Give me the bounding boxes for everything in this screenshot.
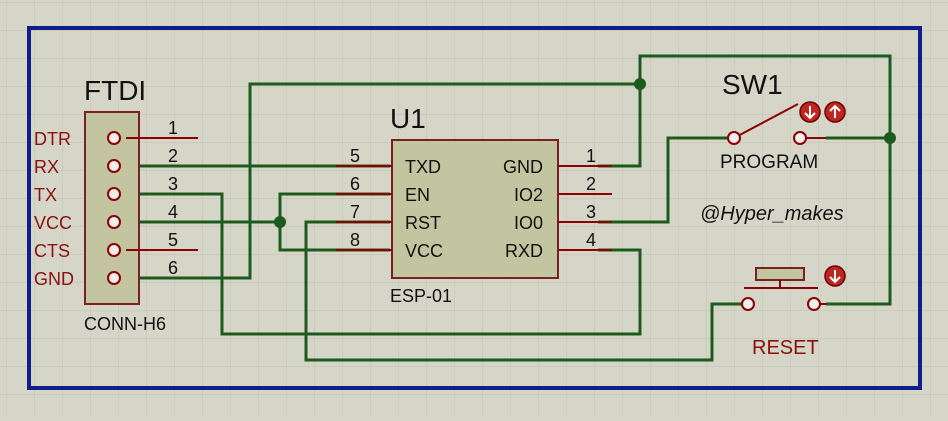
chip-pin-name: TXD — [405, 157, 441, 177]
switch-terminal — [807, 297, 821, 311]
switch-ref: SW1 — [722, 69, 783, 100]
pin-number: 4 — [168, 202, 178, 222]
pin-name: TX — [34, 185, 57, 205]
arrow-down-icon[interactable] — [799, 101, 821, 123]
pin-name: VCC — [34, 213, 72, 233]
program-switch[interactable]: SW1 PROGRAM — [720, 69, 846, 173]
ftdi-connector[interactable]: FTDI CONN-H6 DTR 1 RX 2 TX 3 — [34, 75, 198, 334]
junction-dot — [274, 216, 286, 228]
arrow-down-icon[interactable] — [824, 265, 846, 287]
chip-pin-name: RST — [405, 213, 441, 233]
chip-body — [391, 139, 559, 279]
connector-pin[interactable]: CTS 5 — [34, 230, 198, 261]
connector-part: CONN-H6 — [84, 314, 166, 334]
pin-name: DTR — [34, 129, 71, 149]
junction-dot — [884, 132, 896, 144]
wire-io0-sw1[interactable] — [598, 136, 734, 224]
wire-reset-right[interactable] — [826, 138, 892, 306]
sheet-border — [27, 26, 922, 390]
connector-pin[interactable]: RX 2 — [34, 146, 178, 177]
pin-name: GND — [34, 269, 74, 289]
pin-name: CTS — [34, 241, 70, 261]
chip-pin-name: RXD — [505, 241, 543, 261]
chip-pin-name: VCC — [405, 241, 443, 261]
chip-pin-number: 5 — [350, 146, 360, 166]
chip-pin-name: GND — [503, 157, 543, 177]
switch-terminal — [727, 131, 741, 145]
pin-number: 6 — [168, 258, 178, 278]
watermark-text: @Hyper_makes — [700, 203, 844, 225]
reset-switch[interactable]: RESET — [741, 265, 846, 359]
pin-number: 5 — [168, 230, 178, 250]
chip-pin-number: 2 — [586, 174, 596, 194]
chip-part: ESP-01 — [390, 286, 452, 306]
connector-pin[interactable]: TX 3 — [34, 174, 178, 205]
connector-pin[interactable]: DTR 1 — [34, 118, 198, 149]
button-cap — [755, 267, 805, 281]
junction-dot — [634, 78, 646, 90]
pin-name: RX — [34, 157, 59, 177]
esp01-chip[interactable]: U1 ESP-01 TXD EN RST VCC 5 6 7 8 GND IO2… — [336, 103, 612, 306]
wire-rst-reset[interactable] — [304, 220, 748, 362]
chip-pin-number: 6 — [350, 174, 360, 194]
connector-pin[interactable]: VCC 4 — [34, 202, 178, 233]
connector-pin[interactable]: GND 6 — [34, 258, 178, 289]
chip-ref: U1 — [390, 103, 426, 134]
chip-pin-number: 7 — [350, 202, 360, 222]
switch-lever — [733, 103, 799, 139]
arrow-up-icon[interactable] — [824, 101, 846, 123]
chip-pin-number: 4 — [586, 230, 596, 250]
switch-label: RESET — [752, 337, 819, 359]
chip-pin-number: 3 — [586, 202, 596, 222]
chip-pin-name: EN — [405, 185, 430, 205]
switch-label: PROGRAM — [720, 152, 818, 173]
switch-terminal — [793, 131, 807, 145]
chip-pin-name: IO2 — [514, 185, 543, 205]
pin-number: 2 — [168, 146, 178, 166]
junctions — [274, 78, 896, 228]
switch-terminal — [741, 297, 755, 311]
chip-pin-number: 8 — [350, 230, 360, 250]
wire-tx-rxd[interactable] — [128, 192, 642, 336]
pin-number: 1 — [168, 118, 178, 138]
chip-pin-name: IO0 — [514, 213, 543, 233]
chip-pin-number: 1 — [586, 146, 596, 166]
pin-number: 3 — [168, 174, 178, 194]
connector-ref: FTDI — [84, 75, 146, 106]
wires — [128, 54, 892, 362]
